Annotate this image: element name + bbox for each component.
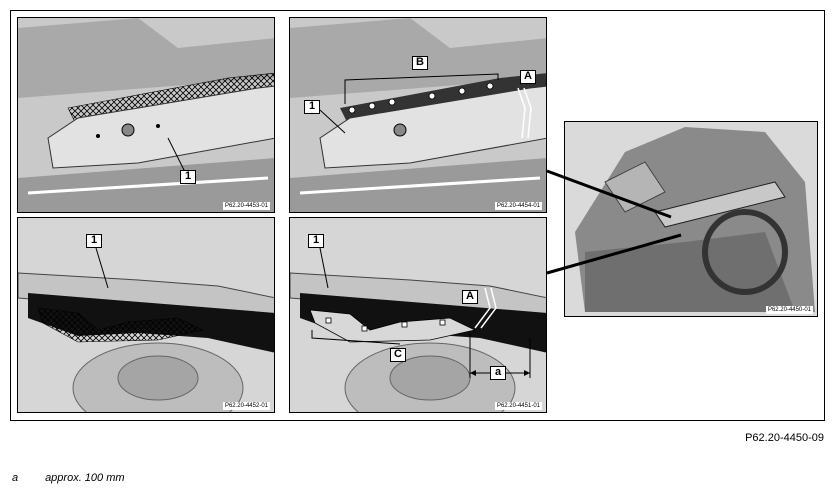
wheelhouse-illustration xyxy=(18,218,274,412)
legend: a approx. 100 mm xyxy=(12,472,125,484)
rail-illustration xyxy=(18,18,274,212)
figure-frame: 1 P62.20-4453-01 B A 1 P62.20-4454-01 xyxy=(10,10,825,421)
panel-overview: P62.20-4450-01 xyxy=(564,121,818,317)
callout-1: 1 xyxy=(180,170,196,184)
panel-code: P62.20-4453-01 xyxy=(222,202,270,210)
callout-1: 1 xyxy=(308,234,324,248)
panel-bottom-middle: 1 A C a P62.20-4451-01 xyxy=(289,217,547,413)
legend-text: approx. 100 mm xyxy=(45,472,125,484)
wheelhouse-illustration xyxy=(290,218,546,412)
panel-top-left: 1 P62.20-4453-01 xyxy=(17,17,275,213)
callout-b: B xyxy=(412,56,428,70)
figure-code: P62.20-4450-09 xyxy=(745,432,824,444)
panel-code: P62.20-4452-01 xyxy=(222,402,270,410)
panel-code: P62.20-4454-01 xyxy=(494,202,542,210)
callout-a-dimension: a xyxy=(490,366,506,380)
panel-code: P62.20-4450-01 xyxy=(765,306,813,314)
panel-code: P62.20-4451-01 xyxy=(494,402,542,410)
callout-c: C xyxy=(390,348,406,362)
vehicle-front-illustration xyxy=(565,122,817,316)
leader-lines xyxy=(546,169,682,275)
callout-a: A xyxy=(462,290,478,304)
callout-1: 1 xyxy=(304,100,320,114)
panel-bottom-left: 1 P62.20-4452-01 xyxy=(17,217,275,413)
panel-top-middle: B A 1 P62.20-4454-01 xyxy=(289,17,547,213)
legend-key: a xyxy=(12,472,19,484)
callout-a: A xyxy=(520,70,536,84)
callout-1: 1 xyxy=(86,234,102,248)
